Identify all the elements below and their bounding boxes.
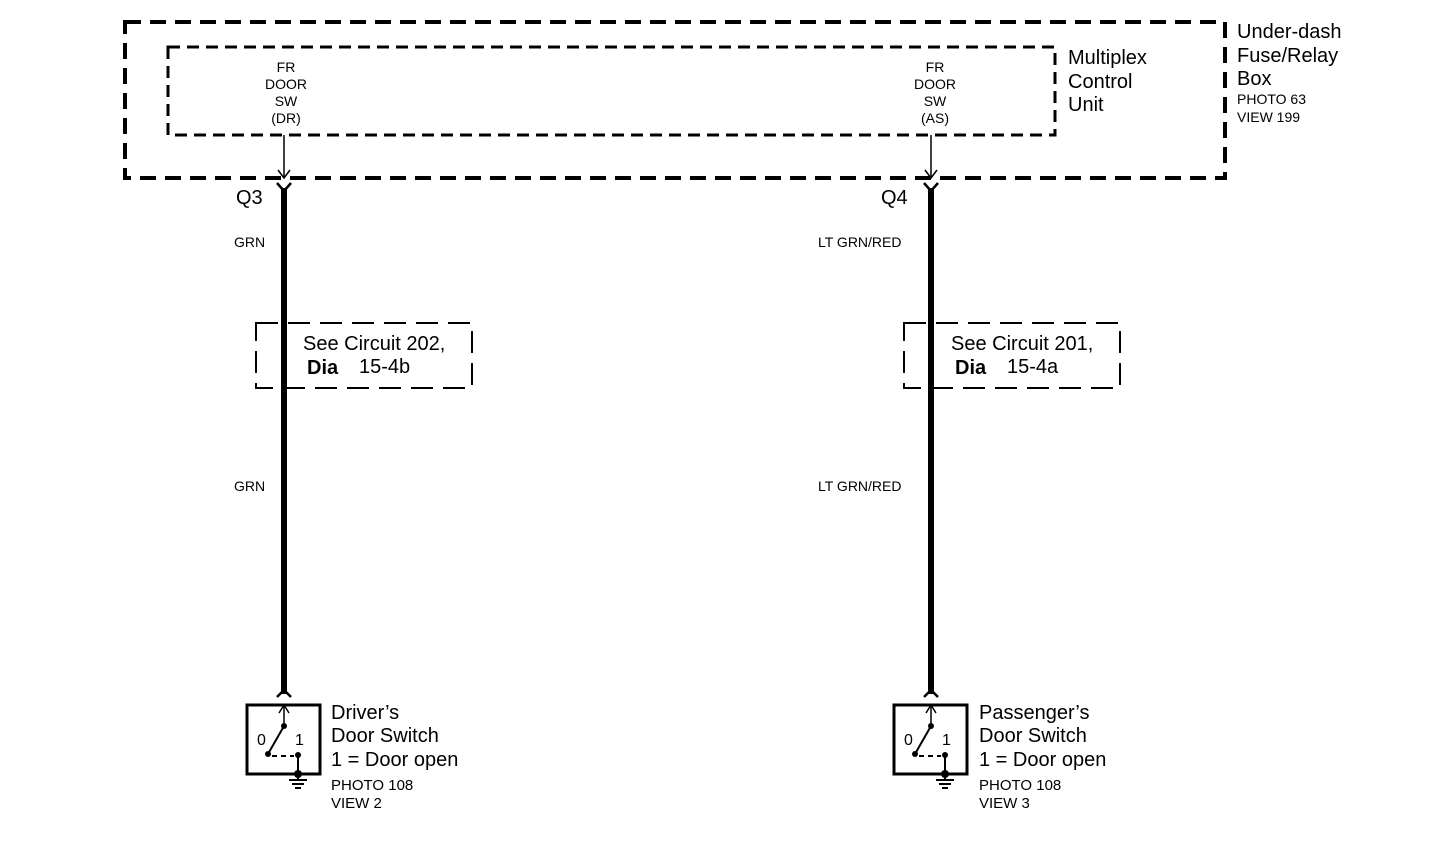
passenger-switch-state: 1 = Door open [979, 749, 1106, 771]
passenger-reference-dia: Dia [955, 357, 987, 379]
mcu-label-line-1: Multiplex [1068, 47, 1147, 69]
driver-switch-label: Driver’s Door Switch 1 = Door open PHOTO… [331, 702, 458, 812]
driver-switch-position-1: 1 [295, 732, 304, 749]
driver-circuit-reference: See Circuit 202, Dia 15-4b [255, 322, 473, 389]
driver-pin-line-4: (DR) [271, 110, 301, 126]
passenger-pin-arrow-icon [924, 169, 938, 180]
fuse-box-label-line-1: Under-dash [1237, 21, 1342, 43]
q3-connector-label: Q3 [236, 187, 263, 209]
driver-wire-color-bottom: GRN [234, 478, 265, 494]
driver-switch-state: 1 = Door open [331, 749, 458, 771]
driver-door-switch: 0 1 [245, 703, 322, 776]
mcu-label-line-3: Unit [1068, 94, 1104, 116]
mcu-label-line-2: Control [1068, 71, 1132, 93]
driver-switch-view: VIEW 2 [331, 795, 382, 812]
passenger-ground-icon [936, 770, 954, 789]
driver-switch-photo: PHOTO 108 [331, 777, 413, 794]
passenger-pin-line-1: FR [926, 59, 945, 75]
passenger-pin-line-4: (AS) [921, 110, 949, 126]
driver-switch-name-line-2: Door Switch [331, 725, 439, 747]
passenger-wire-color-bottom: LT GRN/RED [818, 478, 902, 494]
passenger-pin-line-2: DOOR [914, 76, 956, 92]
driver-reference-line-1: See Circuit 202, [303, 333, 445, 355]
passenger-switch-position-1: 1 [942, 732, 951, 749]
driver-circuit: FR DOOR SW (DR) Q3 GRN GRN See Circuit 2… [234, 59, 473, 812]
fuse-relay-box-label: Under-dash Fuse/Relay Box PHOTO 63 VIEW … [1237, 21, 1342, 125]
passenger-switch-name-line-1: Passenger’s [979, 702, 1089, 724]
passenger-switch-name-line-2: Door Switch [979, 725, 1087, 747]
driver-wire-color-top: GRN [234, 234, 265, 250]
passenger-switch-connector-icon [923, 688, 939, 698]
passenger-switch-photo: PHOTO 108 [979, 777, 1061, 794]
passenger-switch-view: VIEW 3 [979, 795, 1030, 812]
passenger-reference-line-1: See Circuit 201, [951, 333, 1093, 355]
driver-reference-dia: Dia [307, 357, 339, 379]
driver-switch-connector-icon [276, 688, 292, 698]
passenger-pin-label: FR DOOR SW (AS) [914, 59, 956, 126]
driver-switch-position-0: 0 [257, 732, 266, 749]
q4-connector-label: Q4 [881, 187, 908, 209]
passenger-pin-line-3: SW [924, 93, 947, 109]
driver-ground-icon [289, 770, 307, 789]
passenger-wire-color-top: LT GRN/RED [818, 234, 902, 250]
passenger-reference-diagram-number: 15-4a [1007, 356, 1059, 378]
fuse-box-photo: PHOTO 63 [1237, 91, 1306, 107]
fuse-box-label-line-3: Box [1237, 68, 1271, 90]
passenger-switch-position-0: 0 [904, 732, 913, 749]
driver-pin-arrow-icon [277, 169, 291, 180]
driver-switch-name-line-1: Driver’s [331, 702, 399, 724]
fuse-box-view: VIEW 199 [1237, 109, 1300, 125]
passenger-door-switch: 0 1 [892, 703, 969, 776]
driver-pin-line-3: SW [275, 93, 298, 109]
passenger-circuit: FR DOOR SW (AS) Q4 LT GRN/RED LT GRN/RED… [818, 59, 1121, 812]
passenger-switch-label: Passenger’s Door Switch 1 = Door open PH… [979, 702, 1106, 812]
driver-reference-diagram-number: 15-4b [359, 356, 410, 378]
driver-pin-label: FR DOOR SW (DR) [265, 59, 307, 126]
passenger-circuit-reference: See Circuit 201, Dia 15-4a [903, 322, 1121, 389]
multiplex-control-unit-outline [166, 45, 1057, 137]
multiplex-control-unit-label: Multiplex Control Unit [1068, 47, 1147, 116]
driver-pin-line-1: FR [277, 59, 296, 75]
driver-pin-line-2: DOOR [265, 76, 307, 92]
fuse-box-label-line-2: Fuse/Relay [1237, 45, 1338, 67]
fuse-relay-box-outline [123, 20, 1227, 180]
